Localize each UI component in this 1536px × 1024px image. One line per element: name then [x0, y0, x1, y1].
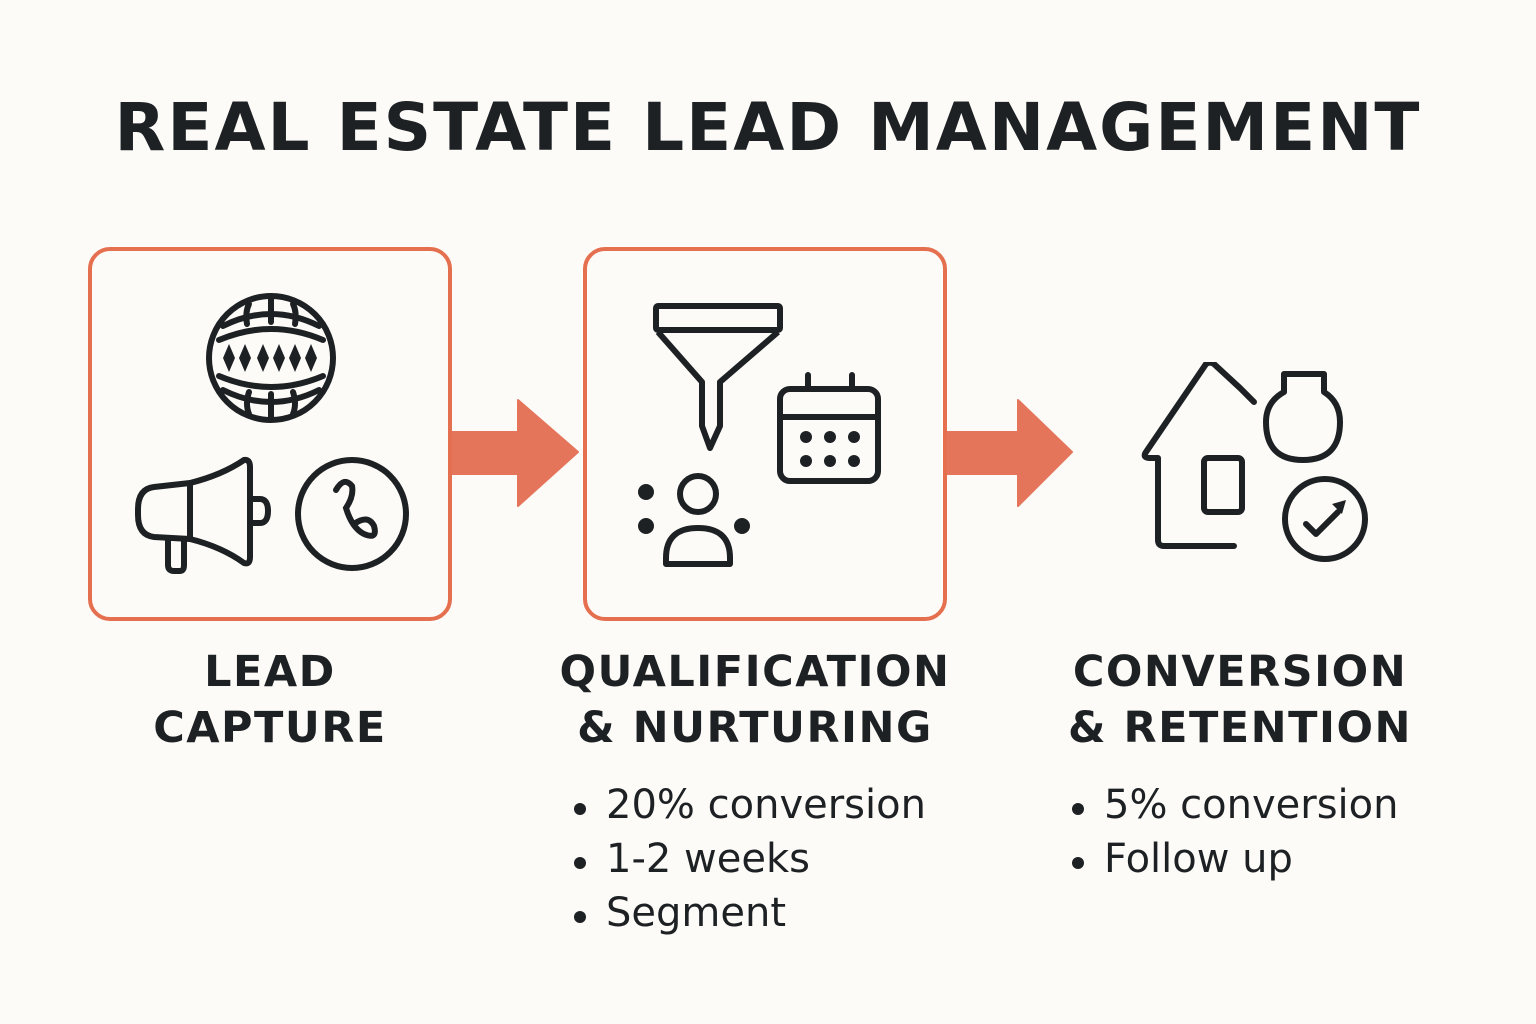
stage-qualification-title: QUALIFICATION & NURTURING	[540, 644, 970, 756]
stage-title-line: & NURTURING	[577, 703, 933, 753]
check-circle-icon	[1282, 476, 1368, 562]
phone-icon	[295, 457, 409, 571]
stage-title-line: QUALIFICATION	[559, 647, 951, 697]
bullet-item: 20% conversion	[572, 778, 926, 832]
bullet-item: 1-2 weeks	[572, 832, 926, 886]
bullet-item: 5% conversion	[1070, 778, 1399, 832]
arrow-right-icon	[944, 399, 1073, 507]
megaphone-icon	[135, 456, 271, 574]
stage-lead-capture-title: LEAD CAPTURE	[88, 644, 452, 756]
bullet-item: Segment	[572, 886, 926, 940]
calendar-icon	[777, 372, 881, 484]
diagram-title: REAL ESTATE LEAD MANAGEMENT	[114, 89, 1422, 166]
globe-icon	[206, 293, 336, 423]
stage-title-line: & RETENTION	[1067, 703, 1413, 753]
stage-conversion-bullets: 5% conversion Follow up	[1070, 778, 1399, 886]
stage-qualification-box	[583, 247, 947, 621]
stage-title-line: LEAD	[204, 647, 336, 697]
stage-qualification-bullets: 20% conversion 1-2 weeks Segment	[572, 778, 926, 940]
arrow-right-icon	[450, 399, 579, 507]
funnel-icon	[653, 303, 783, 451]
key-icon	[1263, 371, 1343, 463]
stage-conversion-title: CONVERSION & RETENTION	[1040, 644, 1440, 756]
stage-title-line: CAPTURE	[153, 703, 387, 753]
house-icon	[1141, 362, 1257, 549]
bullet-item: Follow up	[1070, 832, 1399, 886]
stage-title-line: CONVERSION	[1072, 647, 1408, 697]
person-icon	[638, 473, 750, 567]
